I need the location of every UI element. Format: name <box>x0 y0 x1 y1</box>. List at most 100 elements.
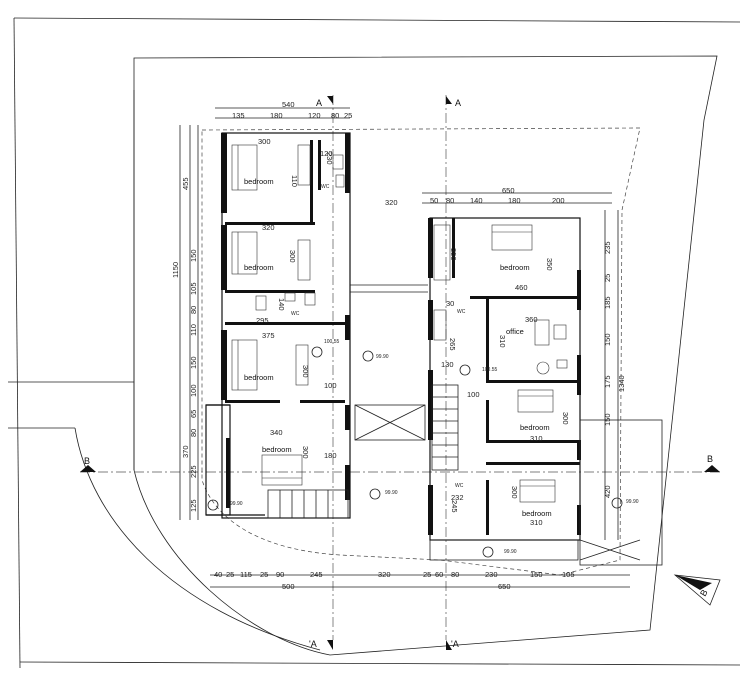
dim-label: 90 <box>276 570 284 579</box>
dim-label: 150 <box>603 413 612 426</box>
dim-label: 225 <box>189 465 198 478</box>
room-label-wc: WC <box>455 483 464 489</box>
level-label: 99.90 <box>626 499 639 505</box>
level-label: 100.55 <box>324 339 340 345</box>
dim-label: 230 <box>485 570 498 579</box>
room-label-wc: WC <box>457 309 466 315</box>
dim-label: 100 <box>189 384 198 397</box>
dim-label: 300 <box>301 365 310 378</box>
dim-label: 180 <box>270 111 283 120</box>
room-label-bedroom: bedroom <box>262 445 292 454</box>
room-label-bedroom: bedroom <box>244 177 274 186</box>
dim-label: 300 <box>301 446 310 459</box>
dim-label: 135 <box>232 111 245 120</box>
dim-label: 232 <box>451 493 464 502</box>
dim-label: 200 <box>552 196 565 205</box>
dim-label: 150 <box>189 249 198 262</box>
dim-label: 245 <box>310 570 323 579</box>
dim-label: 245 <box>450 500 459 513</box>
dim-label: 230 <box>325 152 334 165</box>
dim-label: 300 <box>510 486 519 499</box>
dim-label: 80 <box>189 429 198 437</box>
dim-label: 50 <box>430 196 438 205</box>
dim-label: 105 <box>189 282 198 295</box>
dim-label: 650 <box>502 186 515 195</box>
room-label-bedroom: bedroom <box>520 423 550 432</box>
dim-label: 25 <box>344 111 352 120</box>
dim-label: 350 <box>545 258 554 271</box>
north-arrow-icon: B <box>673 574 721 606</box>
dim-label: 235 <box>603 241 612 254</box>
dim-label: 110 <box>189 324 198 336</box>
dim-label: 120 <box>308 111 321 120</box>
room-label-wc: WC <box>321 184 330 190</box>
room-label-bedroom: bedroom <box>244 263 274 272</box>
dim-label: 420 <box>603 485 612 498</box>
dim-label: 300 <box>561 412 570 425</box>
section-b-marker: B <box>707 454 713 464</box>
dim-label: 140 <box>470 196 483 205</box>
dim-label: 295 <box>256 316 269 325</box>
dim-label: 500 <box>282 582 295 591</box>
dim-label: 40 <box>214 570 222 579</box>
dims-top-right: 650 50 80 140 180 200 <box>430 186 565 205</box>
dim-label: 320 <box>385 198 398 207</box>
dims-interior: 300 120 230 110 320 320 300 140 295 375 … <box>256 137 570 527</box>
dim-label: 25 <box>603 274 612 282</box>
dim-label: 300 <box>258 137 271 146</box>
dim-label: 180 <box>508 196 521 205</box>
dim-label: 25 <box>226 570 234 579</box>
section-a-marker: 'A <box>309 639 317 649</box>
dim-label: 375 <box>262 331 275 340</box>
dim-label: 100 <box>324 381 337 390</box>
dim-label: 360 <box>525 315 538 324</box>
dim-label: 310 <box>530 518 543 527</box>
room-label-bedroom: bedroom <box>522 509 552 518</box>
dim-label: 150 <box>530 570 543 579</box>
dim-label: 130 <box>441 360 454 369</box>
dim-label: 310 <box>530 434 543 443</box>
dim-label: 80 <box>446 196 454 205</box>
level-label: 99.90 <box>230 501 243 507</box>
dim-label: 60 <box>435 570 443 579</box>
dim-label: 265 <box>448 338 457 351</box>
room-label-wc: WC <box>291 311 300 317</box>
dim-label: 80 <box>189 306 198 314</box>
dim-label: 180 <box>324 451 337 460</box>
section-a-marker: 'A <box>451 639 459 649</box>
site-boundary <box>8 55 718 656</box>
room-labels: bedroom bedroom bedroom bedroom bedroom … <box>244 177 552 518</box>
section-b-marker: B <box>84 456 90 466</box>
dim-label: 460 <box>515 283 528 292</box>
dim-label: 300 <box>288 250 297 263</box>
level-label: 99.90 <box>385 490 398 496</box>
dim-label: 185 <box>603 296 612 309</box>
right-building <box>428 217 663 566</box>
dim-label: 1150 <box>171 262 180 278</box>
dim-label: 25 <box>423 570 431 579</box>
section-markers: A A 'A 'A B B <box>80 96 720 650</box>
dim-label: 370 <box>181 445 190 458</box>
dim-label: 540 <box>282 100 295 109</box>
level-label: 99.90 <box>376 354 389 360</box>
dim-label: 320 <box>378 570 391 579</box>
setback-line <box>201 127 641 576</box>
dim-label: 350 <box>449 248 458 261</box>
dim-label: 150 <box>189 356 198 369</box>
left-building <box>205 132 428 519</box>
dim-label: 455 <box>181 177 190 190</box>
dim-label: 140 <box>277 298 286 311</box>
level-label: 99.90 <box>504 549 517 555</box>
dim-label: 110 <box>290 175 299 187</box>
dim-label: 105 <box>562 570 575 579</box>
dims-right: 1340 235 25 185 150 175 150 420 <box>603 241 626 498</box>
drawing-frame <box>13 17 740 669</box>
dimension-lines <box>179 107 630 588</box>
dim-label: 30 <box>446 299 454 308</box>
level-label: 100.55 <box>482 367 498 373</box>
dim-label: 310 <box>498 335 507 348</box>
dim-label: 340 <box>270 428 283 437</box>
section-b-marker: B <box>698 588 710 598</box>
dims-top-left: 540 135 180 120 80 25 <box>232 100 352 120</box>
